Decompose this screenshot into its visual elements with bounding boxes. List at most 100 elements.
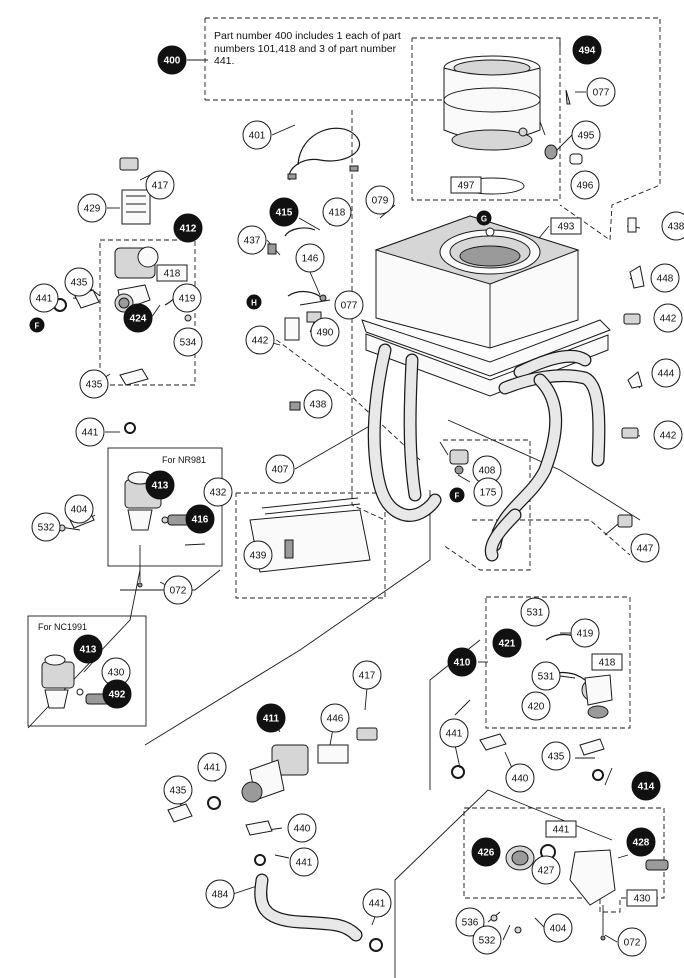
callout-shape [31,512,61,542]
callout-shape [473,477,503,507]
callout-b418c: 418 [591,653,623,671]
callout-c441b: 441 [75,417,105,447]
callout-c441a: 441 [29,283,59,313]
callout-label: 531 [527,608,544,619]
callout-label: 536 [462,918,479,929]
callout-shape [653,420,683,450]
callout-label: 417 [152,181,169,192]
callout-shape [197,752,227,782]
callout-c439: 439 [243,540,273,570]
callout-c446: 446 [320,703,350,733]
callout-label: 432 [210,488,227,499]
callout-label: G [481,215,487,224]
caption-for-nc1991: For NC1991 [38,622,88,632]
callout-shape [362,888,392,918]
callout-shape [455,907,485,937]
callout-c435a: 435 [64,267,94,297]
caption-for-nr981: For NR981 [162,455,207,465]
callout-shape [631,771,661,801]
callout-shape [550,217,582,235]
callout-c442b: 442 [653,303,683,333]
callout-shape [447,647,477,677]
callout-label: 532 [479,936,496,947]
callout-c404b: 404 [543,913,573,943]
callout-c438b: 438 [303,389,333,419]
callout-c441d: 441 [197,752,227,782]
callout-c413b: 413 [73,634,103,664]
sensor-assembly [449,449,633,528]
callout-shape [145,470,175,500]
callout-shape [626,889,658,907]
callout-label: 419 [179,294,196,305]
callout-shape [205,879,235,909]
callout-c534: 534 [173,327,203,357]
callout-label: 441 [369,899,386,910]
callout-c494: 494 [572,35,602,65]
callout-label: 435 [71,278,88,289]
callout-shape [505,763,535,793]
callout-c490: 490 [310,317,340,347]
callout-label: 418 [164,269,181,280]
callout-shape [571,120,601,150]
callout-shape [156,264,188,282]
callout-shape [531,661,561,691]
callout-b497: 497 [450,176,482,194]
callout-c077a: 077 [586,77,616,107]
callout-c438a: 438 [661,211,684,241]
callout-shape [541,741,571,771]
callout-label: 430 [108,668,125,679]
callout-c404a: 404 [64,494,94,524]
callout-label: 442 [660,314,677,325]
callout-b430: 430 [626,889,658,907]
callout-label: 534 [180,338,197,349]
callout-label: 439 [250,551,267,562]
callout-label: 419 [577,629,594,640]
callout-shape [651,358,681,388]
callout-label: 441 [204,763,221,774]
callout-label: 146 [302,254,319,265]
callout-c421: 421 [492,628,522,658]
callout-label: 447 [637,544,654,555]
callout-shape [365,185,395,215]
callout-label: 532 [38,523,55,534]
callout-shape [256,703,286,733]
callout-c072a: 072 [163,575,193,605]
callout-label: 077 [593,88,610,99]
callout-layer: 4004940774954964974014174294124184194245… [29,35,684,957]
callout-label: 428 [633,838,650,849]
callout-c413a: 413 [145,470,175,500]
callout-shape [242,120,272,150]
callout-c484: 484 [205,879,235,909]
callout-shape [334,290,364,320]
callout-shape [320,703,350,733]
callout-label: 407 [272,465,289,476]
callout-c427: 427 [531,855,561,885]
heat-exchanger-assembly [361,215,611,562]
callout-label: F [35,322,40,331]
callout-shape [520,597,550,627]
callout-c419b: 419 [570,618,600,648]
small-parts-upper [53,127,361,434]
callout-shape [29,283,59,313]
callout-shape [64,494,94,524]
callout-shape [243,540,273,570]
callout-label: 077 [341,301,358,312]
callout-shape [352,660,382,690]
callout-c441e: 441 [289,847,319,877]
callout-c435d: 435 [163,775,193,805]
callout-shape [472,925,502,955]
callout-shape [531,855,561,885]
callout-label: 495 [578,131,595,142]
callout-shape [630,533,660,563]
callout-shape [79,369,109,399]
callout-label: 421 [499,639,516,650]
callout-c407: 407 [265,454,295,484]
callout-label: 497 [458,181,475,192]
callout-label: 444 [658,369,675,380]
callout-mG: G [476,210,492,226]
callout-c441g: 441 [362,888,392,918]
callout-c432: 432 [203,477,233,507]
callout-label: 424 [130,314,147,325]
callout-label: 175 [480,488,497,499]
